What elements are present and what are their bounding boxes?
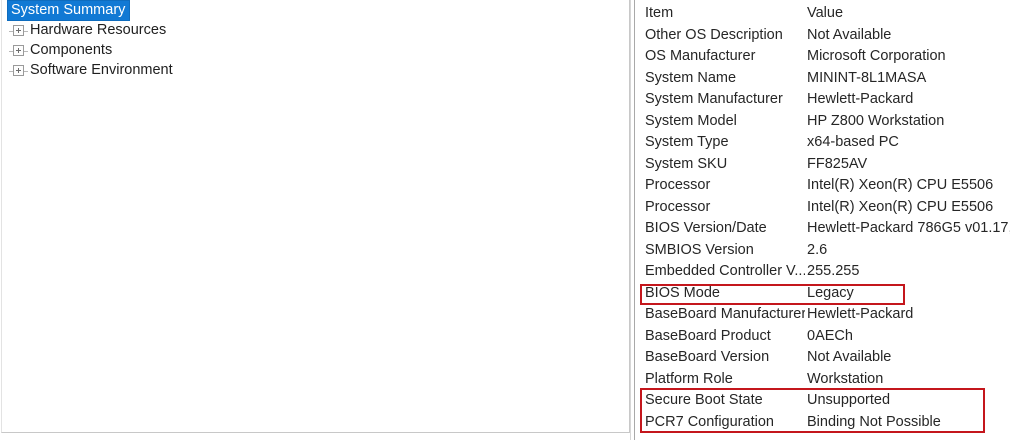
row-item-label: Processor xyxy=(645,198,711,215)
row-item-label: Processor xyxy=(645,177,711,193)
plus-box-icon[interactable] xyxy=(9,64,28,76)
tree-item-software-environment[interactable]: Software Environment xyxy=(2,60,629,80)
table-row[interactable]: BIOS Mode Legacy xyxy=(635,283,1010,305)
tree-item-components[interactable]: Components xyxy=(2,40,629,60)
table-row[interactable]: System Model HP Z800 Workstation xyxy=(635,111,1010,133)
row-item-label: System Name xyxy=(645,69,737,86)
row-item-value: x64-based PC xyxy=(807,134,899,150)
list-header-row[interactable]: Item Value xyxy=(635,3,1010,25)
table-row[interactable]: BaseBoard Manufacturer Hewlett-Packard xyxy=(635,304,1010,326)
pane-splitter[interactable] xyxy=(630,0,633,440)
tree-item-hardware-resources[interactable]: Hardware Resources xyxy=(2,20,629,40)
row-item-value: Hewlett-Packard xyxy=(807,91,914,107)
tree-item-hardware-resources-label: Hardware Resources xyxy=(30,22,167,38)
row-item-label: System SKU xyxy=(645,155,728,172)
table-row[interactable]: PCR7 Configuration Binding Not Possible xyxy=(635,412,1010,434)
table-row[interactable]: OS Manufacturer Microsoft Corporation xyxy=(635,46,1010,68)
row-item-label: BIOS Version/Date xyxy=(645,220,767,236)
table-row[interactable]: System Manufacturer Hewlett-Packard xyxy=(635,89,1010,111)
row-item-value: Intel(R) Xeon(R) CPU E5506 xyxy=(807,198,994,215)
row-item-value: Hewlett-Packard 786G5 v01.17, 8/ xyxy=(807,220,1010,236)
table-row[interactable]: BaseBoard Version Not Available xyxy=(635,347,1010,369)
row-item-value: MININT-8L1MASA xyxy=(807,69,927,86)
tree-item-system-summary-label: System Summary xyxy=(7,0,131,21)
table-row[interactable]: System Type x64-based PC xyxy=(635,132,1010,154)
plus-box-icon[interactable] xyxy=(9,44,28,56)
row-item-value: FF825AV xyxy=(807,155,868,172)
row-item-label: BaseBoard Product xyxy=(645,327,771,344)
table-row[interactable]: System Name MININT-8L1MASA xyxy=(635,68,1010,90)
row-item-value: Workstation xyxy=(807,370,884,387)
row-item-value: Not Available xyxy=(807,349,892,365)
table-row[interactable]: Processor Intel(R) Xeon(R) CPU E5506 xyxy=(635,175,1010,197)
row-item-value: Binding Not Possible xyxy=(807,413,941,430)
row-item-label: Embedded Controller V... xyxy=(645,263,805,279)
table-row[interactable]: Processor Intel(R) Xeon(R) CPU E5506 xyxy=(635,197,1010,219)
row-item-value: 2.6 xyxy=(807,241,828,258)
tree-item-components-label: Components xyxy=(30,42,113,58)
row-item-label: PCR7 Configuration xyxy=(645,413,774,430)
row-item-label: BIOS Mode xyxy=(645,284,720,301)
tree-item-software-environment-label: Software Environment xyxy=(30,62,173,78)
row-item-label: OS Manufacturer xyxy=(645,48,756,64)
row-item-value: Intel(R) Xeon(R) CPU E5506 xyxy=(807,177,994,193)
row-item-label: Secure Boot State xyxy=(645,392,763,408)
table-row[interactable]: Secure Boot State Unsupported xyxy=(635,390,1010,412)
row-item-label: System Manufacturer xyxy=(645,91,783,107)
row-item-label: BaseBoard Manufacturer xyxy=(645,306,805,322)
row-item-label: SMBIOS Version xyxy=(645,241,754,258)
plus-box-icon[interactable] xyxy=(9,24,28,36)
tree-item-system-summary[interactable]: System Summary xyxy=(2,0,629,21)
row-item-label: System Model xyxy=(645,112,737,129)
table-row[interactable]: Embedded Controller V... 255.255 xyxy=(635,261,1010,283)
table-row[interactable]: Platform Role Workstation xyxy=(635,369,1010,391)
navigation-tree-pane[interactable]: System Summary Hardware Resources Compon… xyxy=(1,0,630,433)
row-item-value: Legacy xyxy=(807,284,854,301)
table-row[interactable]: System SKU FF825AV xyxy=(635,154,1010,176)
details-list: Item Value Other OS Description Not Avai… xyxy=(635,0,1010,433)
row-item-label: Platform Role xyxy=(645,370,733,387)
row-item-label: BaseBoard Version xyxy=(645,349,770,365)
column-header-item[interactable]: Item xyxy=(645,5,674,21)
row-item-value: HP Z800 Workstation xyxy=(807,112,945,129)
table-row[interactable]: SMBIOS Version 2.6 xyxy=(635,240,1010,262)
table-row[interactable]: BIOS Version/Date Hewlett-Packard 786G5 … xyxy=(635,218,1010,240)
column-header-value[interactable]: Value xyxy=(807,5,844,21)
row-item-value: 255.255 xyxy=(807,263,860,279)
row-item-value: Unsupported xyxy=(807,392,891,408)
details-list-pane[interactable]: Item Value Other OS Description Not Avai… xyxy=(634,0,1010,440)
row-item-value: 0AECh xyxy=(807,327,853,344)
table-row[interactable]: BaseBoard Product 0AECh xyxy=(635,326,1010,348)
row-item-label: System Type xyxy=(645,134,729,150)
table-row[interactable]: Other OS Description Not Available xyxy=(635,25,1010,47)
row-item-label: Other OS Description xyxy=(645,26,783,43)
row-item-value: Hewlett-Packard xyxy=(807,306,914,322)
row-item-value: Microsoft Corporation xyxy=(807,48,946,64)
row-item-value: Not Available xyxy=(807,26,892,43)
